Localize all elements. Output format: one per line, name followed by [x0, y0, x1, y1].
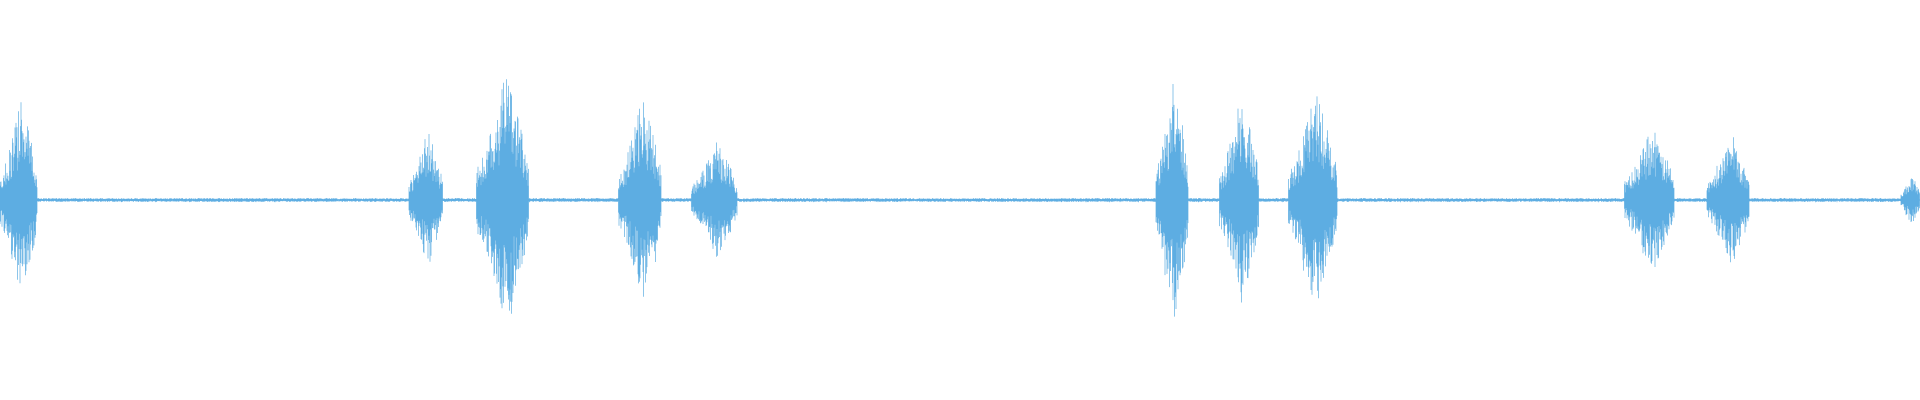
waveform-samples [0, 79, 1920, 317]
waveform-path [0, 79, 1920, 317]
